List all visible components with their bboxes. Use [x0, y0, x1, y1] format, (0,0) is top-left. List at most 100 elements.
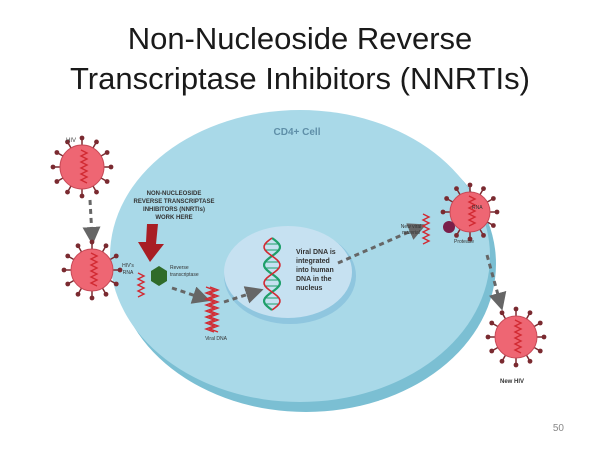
rna-label: RNA [472, 205, 483, 211]
hiv-rna-label-line: HIV's [122, 263, 134, 269]
hiv-virion-budding [440, 182, 500, 242]
virus-spike-knob [89, 295, 95, 301]
virus-envelope [449, 191, 491, 233]
hiv-rna-strand-icon [136, 272, 146, 298]
virus-spike-knob [75, 243, 81, 249]
virus-spike-knob [65, 189, 70, 195]
virus-spike-knob [79, 193, 85, 199]
new-viral-material-strand-icon [421, 213, 431, 245]
strand-path [208, 286, 220, 333]
arrow-to-new-material [337, 223, 427, 265]
virus-spike-knob [467, 236, 473, 242]
reverse-transcriptase-label-line: Reverse [170, 265, 189, 271]
strand-path [467, 195, 477, 227]
integrated-dna-helix-icon [263, 237, 281, 311]
virus-spike-knob [527, 310, 533, 316]
virus-spike-knob [104, 179, 110, 184]
virus-spike-knob [113, 253, 119, 259]
virus-spike-knob [489, 320, 495, 326]
protease-label: Protease [454, 239, 474, 245]
nucleus-text-line: into human [296, 267, 334, 274]
nnrti-label: NON-NUCLEOSIDE REVERSE TRANSCRIPTASE INH… [134, 191, 215, 221]
virus-spike-knob [440, 209, 446, 215]
cell-label: CD4+ Cell [274, 127, 321, 138]
process-arrows [82, 199, 507, 311]
hiv-rna-label: HIV's RNA [122, 263, 134, 276]
virus-spike-knob [103, 291, 109, 297]
new-hiv-label: New HIV [500, 379, 524, 385]
protease-icon [443, 221, 455, 233]
nucleus-text-line: Viral DNA is [296, 249, 336, 256]
virus-spike-knob [485, 334, 491, 340]
virus-spike-knob [489, 348, 495, 354]
virus-spike-knob [537, 348, 543, 354]
virus-spike-knob [454, 186, 459, 192]
virus-spike-knob [75, 291, 81, 297]
virus-spike-knob [494, 209, 500, 215]
virus-spike-knob [481, 232, 486, 238]
virus-spike-knob [513, 362, 519, 368]
rna-strand-icon [513, 319, 523, 354]
virus-spike-knob [65, 139, 70, 145]
rna-strand-icon [467, 195, 477, 227]
virus-spike-knob [79, 135, 85, 141]
reverse-transcriptase-label-line: transcriptase [170, 272, 199, 278]
viral-dna-strand-icon [204, 286, 220, 333]
nucleus-text-line: DNA in the [296, 276, 332, 283]
slide-title-line-1: Non-Nucleoside Reverse [127, 21, 473, 56]
virus-spike-knob [513, 306, 519, 312]
page-number: 50 [552, 423, 564, 434]
new-viral-material-label-line: material [402, 230, 420, 236]
nnrti-label-line: REVERSE TRANSCRIPTASE [134, 199, 215, 205]
virus-spike-knob [541, 334, 547, 340]
nucleus-text-line: integrated [296, 258, 330, 265]
virus-spike-knob [65, 281, 71, 287]
virus-spike-knob [103, 243, 109, 249]
rna-strand-icon [89, 252, 99, 287]
arrow-budding [485, 254, 507, 311]
arrow-entry [82, 199, 101, 245]
strand-path [513, 319, 523, 354]
strand-path [421, 213, 431, 245]
nucleus-text-line: nucleus [296, 285, 323, 292]
virus-spike-knob [444, 196, 450, 201]
virus-spike-knob [113, 281, 119, 287]
strand-path [79, 149, 89, 184]
nucleus-text: Viral DNA is integrated into human DNA i… [296, 249, 336, 292]
virus-spike-knob [490, 223, 496, 228]
virus-spike-knob [104, 150, 110, 155]
hiv-rna-label-line: RNA [123, 270, 134, 276]
virus-spike-knob [94, 139, 99, 145]
virus-spike-knob [65, 253, 71, 259]
strand-path [136, 272, 146, 298]
inhibitor-arrow-icon [138, 224, 164, 262]
virus-spike-knob [108, 164, 114, 170]
strand-path [89, 252, 99, 287]
slide-title-line-2: Transcriptase Inhibitors (NNRTIs) [70, 61, 530, 96]
virus-spike-knob [54, 179, 60, 184]
virus-spike-knob [117, 267, 123, 273]
reverse-transcriptase-hexagon-icon [151, 266, 167, 286]
virus-spike-knob [50, 164, 56, 170]
virus-spike-knob [467, 182, 473, 188]
nnrti-label-line: INHIBITORS (NNRTIs) [143, 207, 205, 213]
nnrti-label-line: WORK HERE [155, 215, 192, 221]
virus-spike-knob [490, 196, 496, 201]
strand-path [204, 286, 216, 333]
virus-spike-knob [61, 267, 67, 273]
virus-spike-knob [537, 320, 543, 326]
new-viral-material-label: New viral material [401, 224, 422, 236]
arrow-to-nucleus [223, 286, 264, 304]
virus-spike-knob [499, 358, 505, 364]
virus-spike-knob [481, 186, 486, 192]
hiv-label: HIV [66, 138, 76, 144]
virus-spike-knob [54, 150, 60, 155]
new-viral-material-label-line: New viral [401, 224, 422, 230]
nnrti-label-line: NON-NUCLEOSIDE [147, 191, 202, 197]
dna-strand-red [263, 237, 281, 311]
virus-spike-knob [454, 232, 459, 238]
reverse-transcriptase-label: Reverse transcriptase [170, 265, 199, 278]
viral-dna-label: Viral DNA [205, 336, 228, 342]
virus-spike-knob [499, 310, 505, 316]
